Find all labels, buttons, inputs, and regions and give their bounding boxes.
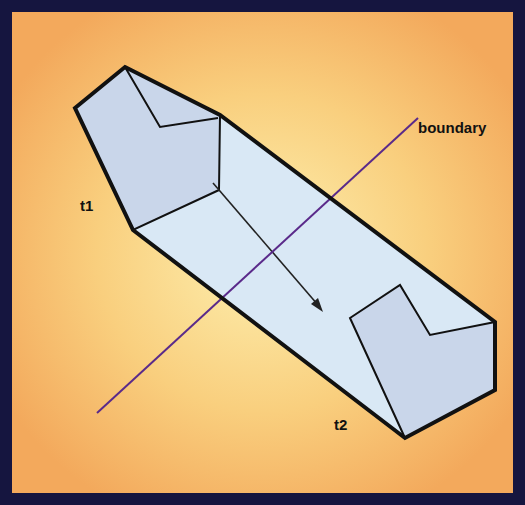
boundary-line xyxy=(97,118,418,413)
time-label: t1 xyxy=(80,198,93,213)
arrow-head xyxy=(311,298,323,312)
time-label: t2 xyxy=(334,417,347,432)
prism-outline xyxy=(75,67,495,438)
motion-arrow xyxy=(213,183,318,305)
prism-body xyxy=(75,67,495,438)
background xyxy=(12,12,513,493)
boundary-label: boundary xyxy=(418,120,486,135)
